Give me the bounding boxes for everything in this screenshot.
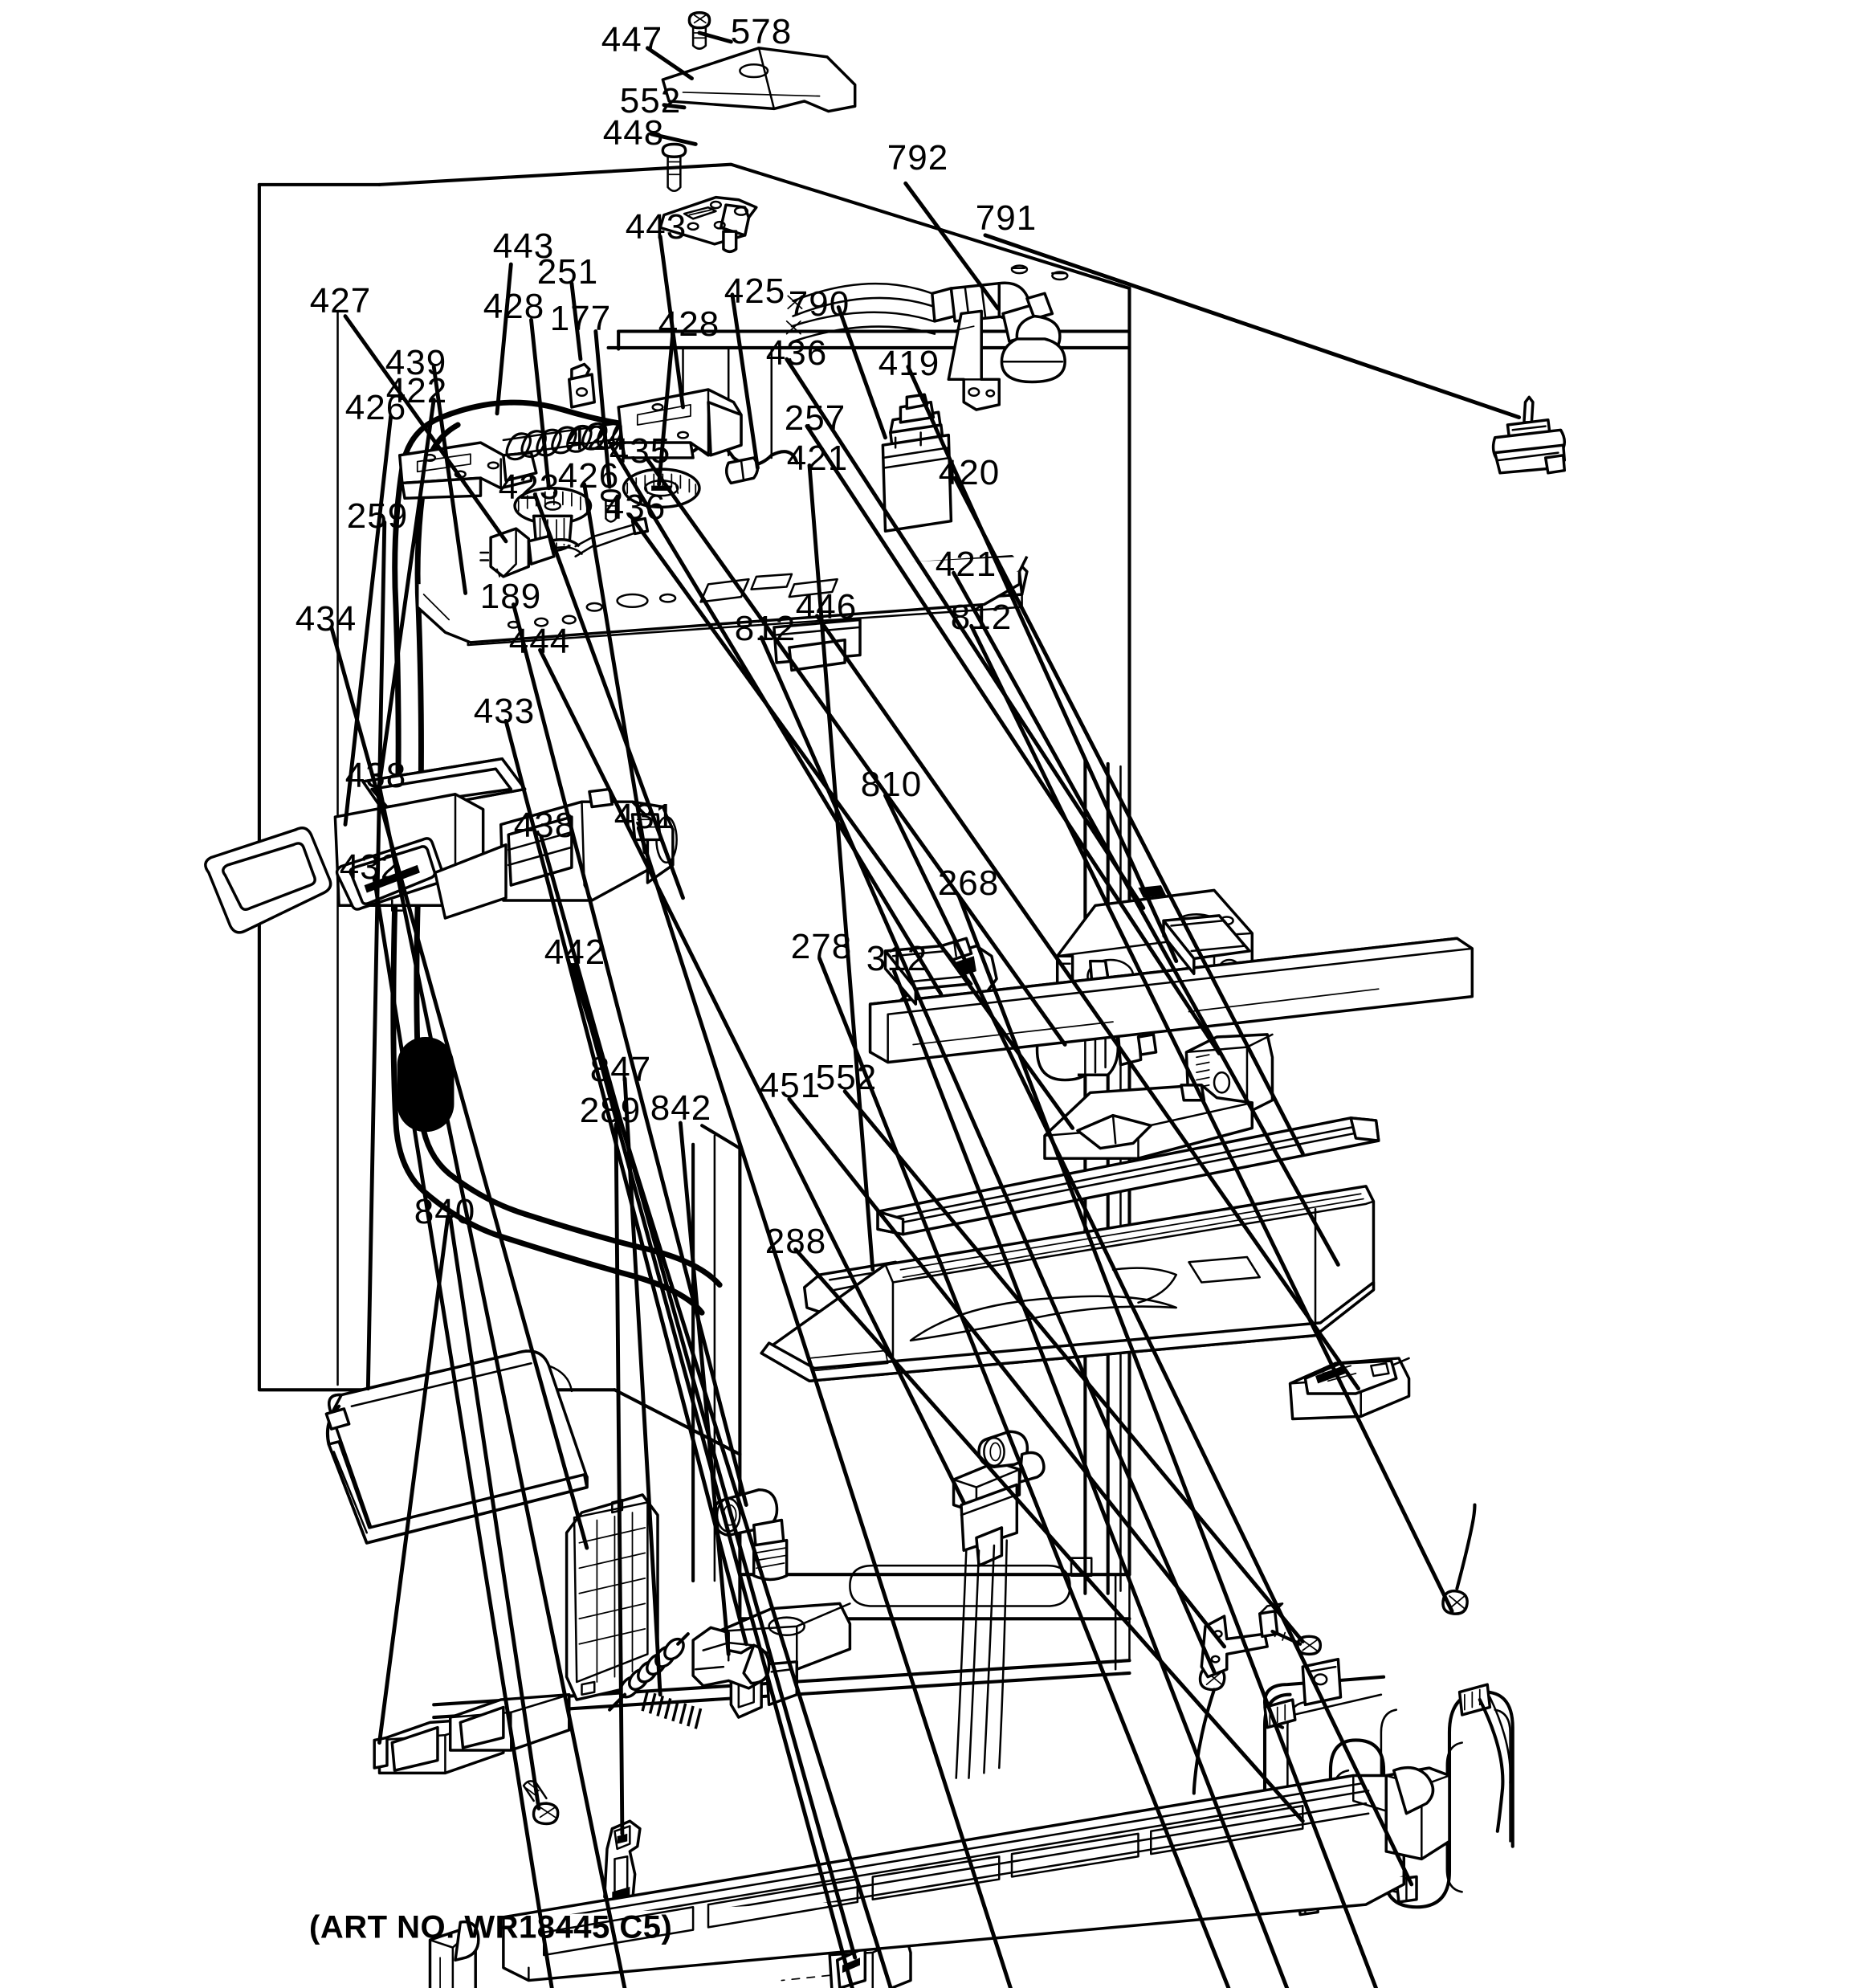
callout-790: 790	[788, 284, 850, 324]
callout-443b: 443	[625, 207, 687, 247]
callout-444: 444	[508, 622, 571, 661]
callout-842: 842	[650, 1088, 712, 1128]
callout-432: 432	[339, 847, 402, 887]
callout-436a: 436	[765, 333, 828, 373]
part-791-valve-cap	[1491, 395, 1567, 475]
part-259-cover	[324, 1349, 589, 1545]
callout-791: 791	[975, 198, 1037, 238]
callout-189: 189	[479, 577, 542, 616]
callout-268: 268	[937, 863, 1000, 903]
callout-433: 433	[473, 692, 536, 731]
part-446-light-assembly	[1288, 1357, 1411, 1421]
part-289-lever	[603, 1819, 642, 1912]
callout-428b: 428	[658, 304, 720, 344]
callout-578: 578	[730, 12, 793, 51]
callout-312: 312	[866, 939, 928, 978]
callout-443a: 443	[492, 227, 555, 266]
callout-427: 427	[309, 281, 372, 320]
part-444-manifold	[952, 1430, 1046, 1779]
part-840-screw	[522, 1780, 560, 1826]
callout-448: 448	[602, 113, 665, 153]
part-812-tie-strap-right	[1441, 1503, 1477, 1615]
callout-251: 251	[536, 252, 599, 292]
part-420-trim-strip	[876, 1116, 1380, 1236]
part-792-water-valve	[785, 281, 1066, 411]
callout-847: 847	[589, 1050, 652, 1089]
callout-420: 420	[938, 453, 1001, 492]
callout-423: 423	[498, 467, 561, 507]
callout-792: 792	[887, 138, 949, 178]
part-578-screw	[687, 11, 711, 50]
callout-434: 434	[295, 599, 357, 639]
part-443-right-bracket	[617, 388, 743, 459]
part-427-sensor	[479, 516, 650, 578]
part-439-chassis	[416, 555, 1029, 672]
part-840-trim-caps	[373, 1693, 571, 1775]
callout-259: 259	[346, 496, 409, 536]
callout-421a: 421	[786, 439, 849, 478]
callout-426b: 426	[557, 456, 620, 496]
part-810-defrost-heater	[1262, 1657, 1514, 1917]
callout-288: 288	[764, 1222, 827, 1261]
part-552-screw-bottom	[1270, 1627, 1323, 1656]
part-426-gasket	[204, 827, 332, 934]
part-251-clip	[568, 362, 596, 409]
part-552-screw-top	[661, 142, 687, 192]
callout-447: 447	[601, 20, 663, 59]
callout-812a: 812	[734, 609, 797, 648]
callout-278: 278	[790, 927, 853, 966]
callout-436b: 436	[604, 488, 667, 527]
part-288-base-grille	[428, 1766, 1451, 1988]
callout-425: 425	[724, 271, 786, 311]
callout-431: 431	[614, 797, 676, 836]
callout-257: 257	[784, 398, 846, 438]
callout-439: 439	[385, 343, 447, 382]
part-421-bin	[760, 1185, 1376, 1383]
callout-422: 422	[385, 371, 448, 410]
leader-lines	[329, 31, 1522, 1988]
callout-438a: 438	[344, 756, 407, 795]
part-448-bracket	[658, 195, 758, 254]
callout-552a: 552	[619, 81, 682, 120]
callout-435: 435	[609, 431, 671, 471]
callout-446: 446	[795, 587, 858, 627]
callout-177: 177	[549, 299, 612, 338]
part-425-bushing	[724, 456, 760, 485]
callout-840: 840	[414, 1192, 476, 1231]
part-447-hinge-cover	[661, 47, 857, 113]
callout-424: 424	[565, 418, 628, 458]
callout-289: 289	[579, 1091, 642, 1130]
callout-451: 451	[759, 1066, 821, 1105]
callout-442: 442	[544, 933, 606, 972]
callout-438b: 438	[513, 806, 576, 845]
callout-810: 810	[860, 765, 923, 804]
callout-428a: 428	[483, 287, 545, 326]
callout-426a: 426	[344, 388, 407, 427]
callout-419: 419	[878, 344, 940, 383]
callout-421b: 421	[935, 545, 997, 584]
art-number-label: (ART NO. WR18445 C5)	[309, 1909, 673, 1945]
callout-812b: 812	[950, 598, 1013, 637]
part-177-screw	[600, 489, 622, 523]
callout-552b: 552	[815, 1058, 878, 1097]
part-436-drip-tray	[1043, 1084, 1254, 1160]
